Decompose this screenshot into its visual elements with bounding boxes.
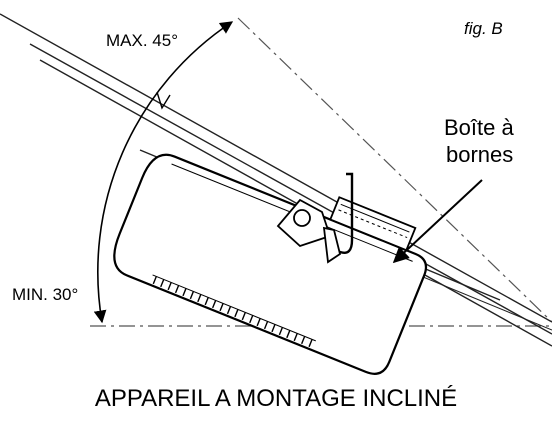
rail-line-1 <box>0 13 552 323</box>
max-angle-reference-line <box>237 17 552 323</box>
angle-arc <box>93 21 234 324</box>
angle-arc-arrow-mid <box>156 91 171 110</box>
grille-base-line <box>152 274 316 342</box>
max-angle-label: MAX. 45° <box>106 31 178 50</box>
reference-lines <box>90 17 552 327</box>
appliance-body <box>113 153 428 375</box>
min-angle-label: MIN. 30° <box>12 285 78 304</box>
terminal-box-label-line2: bornes <box>446 142 513 167</box>
terminal-box-label-line1: Boîte à <box>444 115 514 140</box>
figure-label: fig. B <box>464 19 503 38</box>
bracket-rod <box>333 172 354 254</box>
bracket-hook <box>322 226 342 264</box>
terminal-box-pointer-arrow <box>392 179 483 264</box>
mounting-bracket <box>276 172 354 264</box>
caption: APPAREIL A MONTAGE INCLINÉ <box>95 385 457 412</box>
bracket-pivot <box>293 209 311 227</box>
ventilation-grille <box>152 276 313 348</box>
